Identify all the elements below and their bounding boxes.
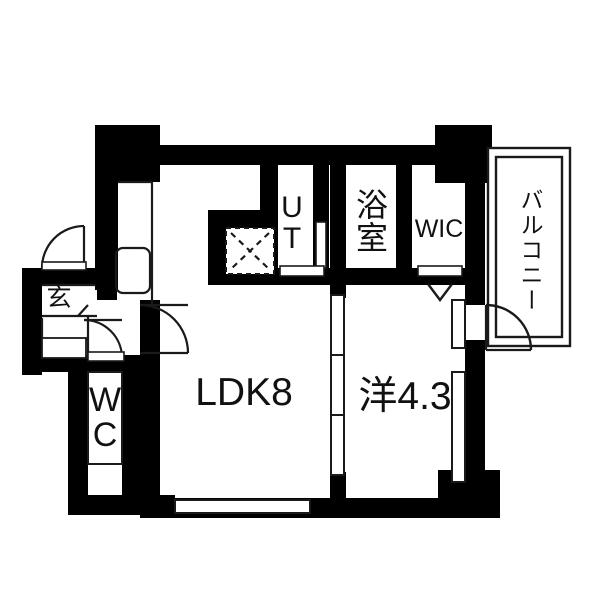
detail-lines: [40, 146, 572, 514]
